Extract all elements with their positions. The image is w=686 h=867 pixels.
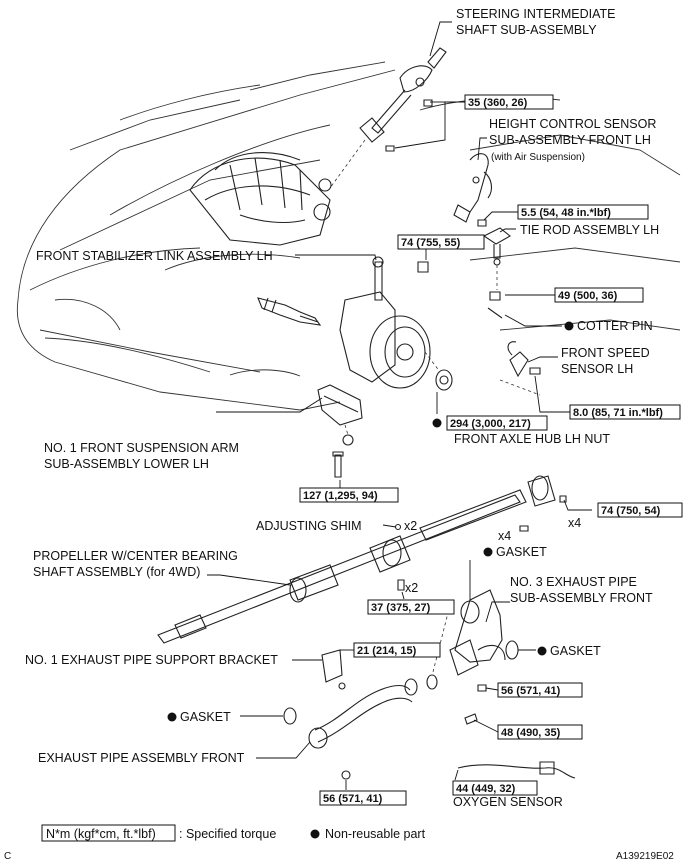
label-support-bracket: NO. 1 EXHAUST PIPE SUPPORT BRACKET <box>25 653 278 667</box>
exhaust-pipe-no3 <box>426 589 519 725</box>
torque-t56b: 56 (571, 41) <box>323 793 383 805</box>
torque-t48: 48 (490, 35) <box>501 727 561 739</box>
torque-t8: 8.0 (85, 71 in.*lbf) <box>573 407 663 419</box>
legend-non-reusable-dot <box>310 829 320 839</box>
label-adjusting-shim: ADJUSTING SHIM <box>256 519 362 533</box>
height-control-sensor <box>453 153 493 223</box>
label-propeller-2: SHAFT ASSEMBLY (for 4WD) <box>33 565 200 579</box>
label-lower-arm-1: NO. 1 FRONT SUSPENSION ARM <box>44 441 239 455</box>
label-height-sensor-1: HEIGHT CONTROL SENSOR <box>489 117 656 131</box>
multiplier-bolt: x2 <box>405 581 418 595</box>
vehicle-body-outline <box>16 61 681 411</box>
torque-t44: 44 (449, 32) <box>456 783 516 795</box>
tie-rod-assembly <box>477 219 511 319</box>
label-steering-shaft-1: STEERING INTERMEDIATE <box>456 7 616 21</box>
multiplier-x4-b: x4 <box>568 516 581 530</box>
torque-t35: 35 (360, 26) <box>468 97 528 109</box>
multiplier-x4-a: x4 <box>498 529 511 543</box>
label-gasket-3: GASKET <box>180 710 231 724</box>
label-stabilizer-link: FRONT STABILIZER LINK ASSEMBLY LH <box>36 249 273 263</box>
footer: C A139219E02 <box>4 851 674 862</box>
label-axle-nut: FRONT AXLE HUB LH NUT <box>454 432 610 446</box>
label-cotter-pin: COTTER PIN <box>577 319 653 333</box>
non-reusable-dot-cotter <box>564 321 574 331</box>
non-reusable-dot-axle-nut <box>432 418 442 428</box>
propeller-shaft <box>157 475 567 644</box>
torque-t21: 21 (214, 15) <box>357 645 417 657</box>
label-gasket-1: GASKET <box>496 545 547 559</box>
part-labels: STEERING INTERMEDIATE SHAFT SUB-ASSEMBLY… <box>25 7 659 809</box>
torque-specs: 35 (360, 26) 5.5 (54, 48 in.*lbf) 74 (75… <box>299 94 683 806</box>
multiplier-shim: x2 <box>404 519 417 533</box>
legend-non-reusable: Non-reusable part <box>325 827 426 841</box>
label-speed-sensor-1: FRONT SPEED <box>561 346 650 360</box>
label-speed-sensor-2: SENSOR LH <box>561 362 633 376</box>
quantity-multipliers: x2 x2 x4 x4 <box>404 516 581 595</box>
steering-knuckle-hub <box>257 256 453 391</box>
label-gasket-2: GASKET <box>550 644 601 658</box>
legend-torque-desc: : Specified torque <box>179 827 276 841</box>
label-height-sensor-3: (with Air Suspension) <box>491 152 585 163</box>
torque-t56a: 56 (571, 41) <box>501 685 561 697</box>
legend: N*m (kgf*cm, ft.*lbf) : Specified torque… <box>41 824 426 842</box>
torque-t49: 49 (500, 36) <box>558 290 618 302</box>
label-steering-shaft-2: SHAFT SUB-ASSEMBLY <box>456 23 597 37</box>
torque-t294: 294 (3,000, 217) <box>450 418 531 430</box>
label-height-sensor-2: SUB-ASSEMBLY FRONT LH <box>489 133 651 147</box>
label-exhaust-no3-1: NO. 3 EXHAUST PIPE <box>510 575 637 589</box>
torque-t127: 127 (1,295, 94) <box>303 490 378 502</box>
label-exhaust-front: EXHAUST PIPE ASSEMBLY FRONT <box>38 751 245 765</box>
legend-torque-unit: N*m (kgf*cm, ft.*lbf) <box>46 827 156 841</box>
non-reusable-dot-gasket-1 <box>483 547 493 557</box>
non-reusable-dot-gasket-2 <box>537 646 547 656</box>
label-oxygen-sensor: OXYGEN SENSOR <box>453 795 563 809</box>
torque-t74b: 74 (750, 54) <box>601 505 661 517</box>
torque-t74a: 74 (755, 55) <box>401 237 461 249</box>
torque-t5-5: 5.5 (54, 48 in.*lbf) <box>521 207 611 219</box>
non-reusable-dot-gasket-3 <box>167 712 177 722</box>
exhaust-pipe-front <box>283 649 418 780</box>
label-lower-arm-2: SUB-ASSEMBLY LOWER LH <box>44 457 209 471</box>
label-tie-rod: TIE ROD ASSEMBLY LH <box>520 223 659 237</box>
torque-t37: 37 (375, 27) <box>371 602 431 614</box>
engine-block <box>189 152 332 246</box>
footer-code: A139219E02 <box>616 851 674 862</box>
oxygen-sensor <box>457 761 576 779</box>
steering-intermediate-shaft <box>329 47 447 189</box>
footer-corner: C <box>4 851 11 862</box>
label-propeller-1: PROPELLER W/CENTER BEARING <box>33 549 238 563</box>
lower-suspension-arm <box>317 384 363 478</box>
label-exhaust-no3-2: SUB-ASSEMBLY FRONT <box>510 591 653 605</box>
leader-lines <box>207 21 592 790</box>
front-speed-sensor <box>499 341 541 396</box>
non-reusable-markers <box>167 321 574 722</box>
